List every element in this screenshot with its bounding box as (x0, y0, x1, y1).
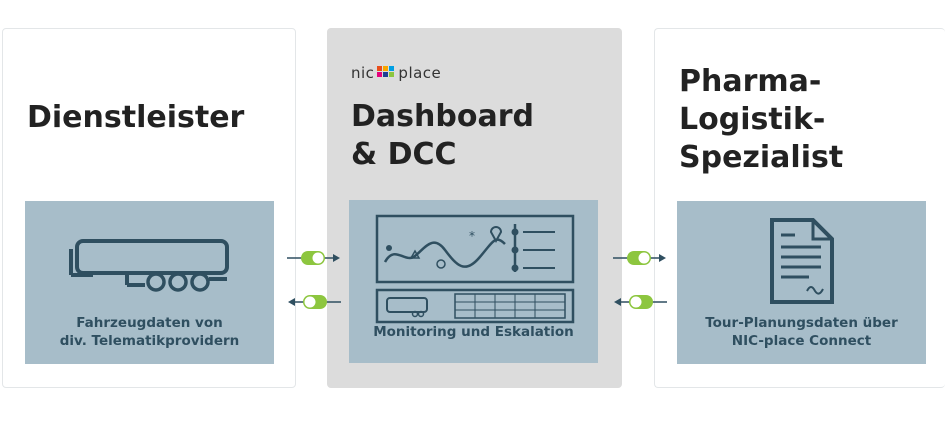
dashboard-screen-icon: * (375, 214, 575, 324)
column-service-provider: Dienstleister Fahrzeugdaten von div. Tel… (2, 28, 296, 388)
column-dashboard: nic place Dashboard & DCC * (327, 28, 622, 388)
logo-text-right: place (398, 64, 442, 82)
panel-label: Fahrzeugdaten von div. Telematikprovider… (59, 315, 240, 349)
column-pharma-logistics: Pharma- Logistik- Spezialist Tour-Planun… (654, 28, 945, 388)
document-icon (770, 218, 834, 304)
data-flow-left-connector (614, 295, 667, 309)
column-title: Pharma- Logistik- Spezialist (679, 64, 844, 175)
logo-squares-icon (377, 66, 395, 77)
logo-text-left: nic (351, 64, 375, 82)
monitoring-panel: * Monitoring und Eskalation (349, 200, 598, 363)
tour-planning-panel: Tour-Planungsdaten über NIC-place Connec… (677, 201, 926, 364)
truck-trailer-icon (69, 239, 229, 292)
column-title: Dienstleister (27, 100, 245, 135)
panel-label: Monitoring und Eskalation (373, 324, 574, 340)
svg-text:*: * (469, 229, 475, 243)
data-flow-left-connector (288, 295, 341, 309)
panel-label: Tour-Planungsdaten über NIC-place Connec… (705, 315, 898, 349)
data-flow-right-connector (613, 251, 666, 265)
column-title: Dashboard & DCC (351, 99, 534, 172)
nic-place-logo: nic place (351, 64, 441, 82)
vehicle-data-panel: Fahrzeugdaten von div. Telematikprovider… (25, 201, 274, 364)
data-flow-right-connector (287, 251, 340, 265)
